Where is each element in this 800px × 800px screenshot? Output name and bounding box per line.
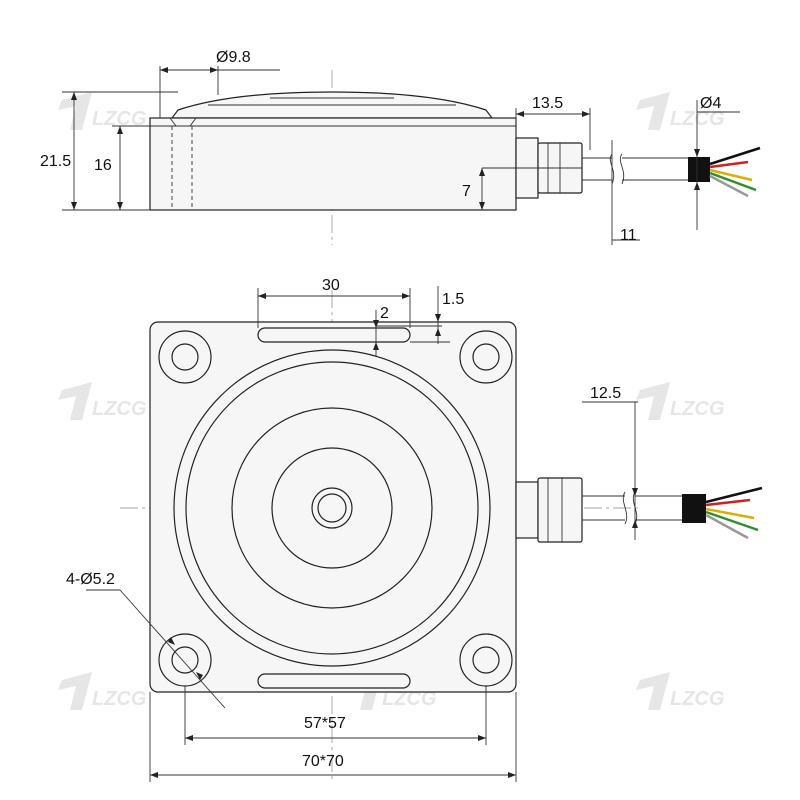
watermark-text: LZCG xyxy=(382,688,436,710)
dim-label: 12.5 xyxy=(590,385,621,402)
watermark-text: LZCG xyxy=(92,398,146,420)
mounting-hole xyxy=(459,330,513,384)
dim-slot-edge: 1.5 xyxy=(410,286,464,344)
dim-label: 30 xyxy=(322,277,340,294)
top-cable-continued xyxy=(635,495,684,521)
top-ring-4 xyxy=(271,447,393,569)
top-slot-upper xyxy=(257,327,411,343)
wire-black xyxy=(709,146,761,166)
mounting-hole xyxy=(158,633,212,687)
top-view: 30 2 1.5 12.5 4-Ø5.2 xyxy=(66,277,763,782)
side-cable-sheath xyxy=(688,157,710,182)
mounting-hole xyxy=(158,330,212,384)
wire-red xyxy=(709,160,749,169)
side-cable-continued xyxy=(622,157,690,181)
wire-yellow xyxy=(709,168,753,182)
top-cable-break-1 xyxy=(622,491,628,525)
dim-label: 70*70 xyxy=(302,753,344,770)
watermark-logo: LZCG xyxy=(58,672,146,710)
side-cable-break-2 xyxy=(619,153,625,185)
dim-total-height: 21.5 xyxy=(40,91,178,211)
wire-yellow xyxy=(705,507,755,520)
top-connector-gland xyxy=(537,477,583,543)
watermark-logo: LZCG xyxy=(58,92,146,130)
dim-connector-length: 13.5 xyxy=(515,95,591,150)
dim-label: 57*57 xyxy=(304,715,346,732)
side-cable xyxy=(582,157,612,181)
dim-label: 11 xyxy=(620,227,637,244)
side-wires xyxy=(709,146,761,198)
watermark-text: LZCG xyxy=(92,108,146,130)
dim-hole-spacing: 57*57 xyxy=(184,686,487,745)
dim-slot-width: 2 xyxy=(373,305,442,356)
watermark-text: LZCG xyxy=(92,688,146,710)
side-body xyxy=(149,117,517,211)
top-wires xyxy=(705,486,763,540)
side-hole-countersink xyxy=(169,117,197,127)
wire-green xyxy=(705,510,759,532)
dim-label: Ø9.8 xyxy=(216,49,251,66)
top-cable xyxy=(582,495,625,521)
dim-holes: 4-Ø5.2 xyxy=(66,571,226,709)
wire-shield xyxy=(705,513,749,540)
wire-shield xyxy=(709,174,749,198)
dim-cable-diameter: Ø4 xyxy=(694,95,740,230)
watermark-logo: LZCG xyxy=(58,382,146,420)
watermark-logo: LZCG xyxy=(636,672,724,710)
dim-connector-offset: 7 xyxy=(462,167,538,210)
dim-cable-offset: 12.5 xyxy=(582,385,638,540)
top-ring-3 xyxy=(231,407,433,609)
side-view: Ø9.8 21.5 16 13.5 xyxy=(40,49,761,245)
top-connector-base xyxy=(515,481,539,539)
watermark-text: LZCG xyxy=(670,398,724,420)
dim-label: 2 xyxy=(380,305,389,322)
dim-label: 21.5 xyxy=(40,153,71,170)
dim-body-height: 16 xyxy=(94,125,150,210)
watermark-logo: LZCG xyxy=(636,382,724,420)
top-load-button-inner xyxy=(317,493,347,523)
wire-red xyxy=(705,498,751,507)
dim-label: Ø4 xyxy=(700,95,721,112)
dim-label: 1.5 xyxy=(442,291,464,308)
dim-label: 13.5 xyxy=(532,95,563,112)
top-cable-sheath xyxy=(682,494,706,523)
dim-label: 7 xyxy=(462,183,471,200)
dim-cable-height: 11 xyxy=(611,140,640,245)
mounting-hole xyxy=(459,633,513,687)
top-slot-lower xyxy=(257,673,411,689)
wire-black xyxy=(705,486,763,504)
dim-body-size: 70*70 xyxy=(149,692,517,782)
dim-label: 4-Ø5.2 xyxy=(66,571,115,588)
wire-green xyxy=(709,171,757,192)
dim-slot-length: 30 xyxy=(257,277,411,328)
dim-label: 16 xyxy=(94,157,112,174)
top-ring-2 xyxy=(185,361,479,655)
watermark-text: LZCG xyxy=(670,688,724,710)
